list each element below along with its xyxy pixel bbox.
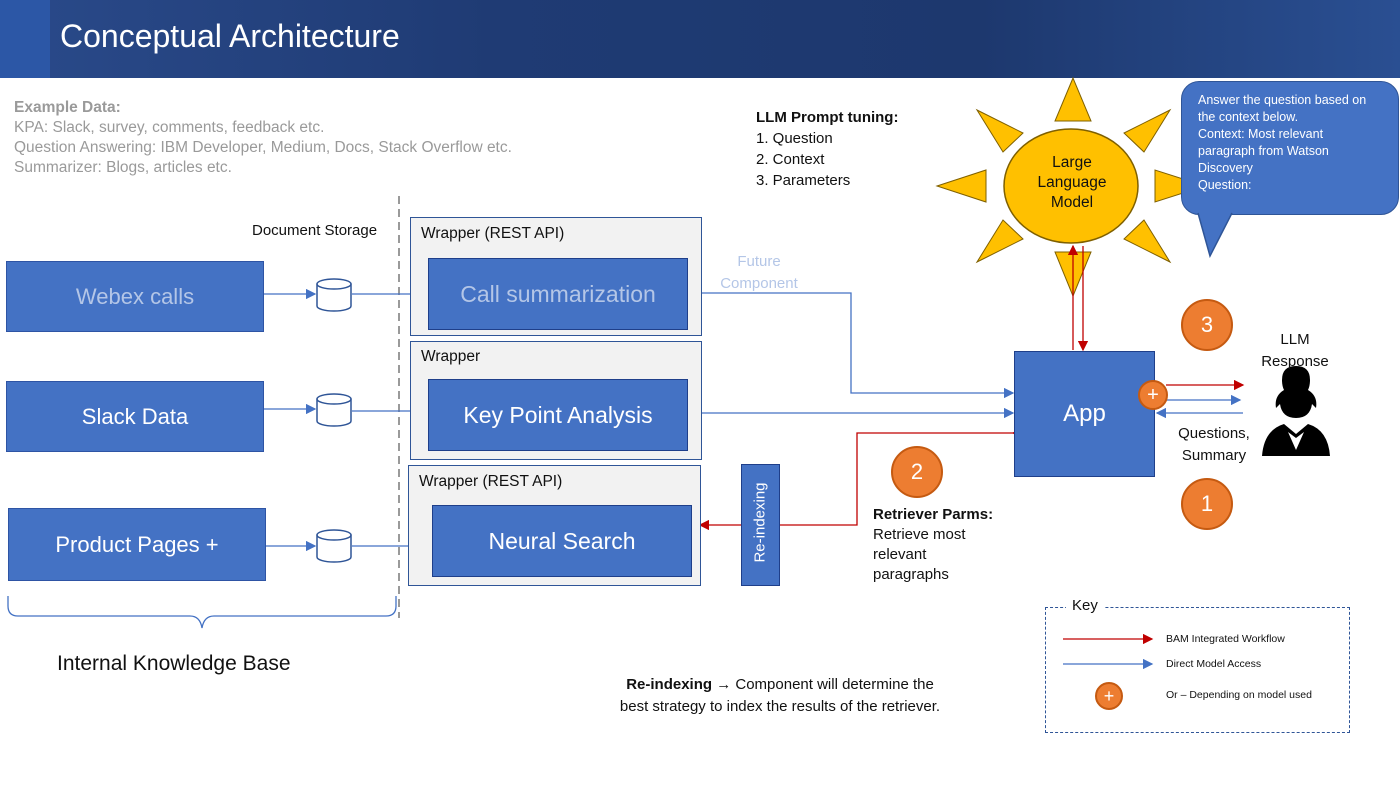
wrapper-label: Wrapper (REST API)	[419, 473, 563, 490]
neural-search-service: Neural Search	[432, 505, 692, 577]
bubble-line: the context below.	[1198, 110, 1299, 124]
header-bar	[0, 0, 1400, 78]
llm-label-line: Large	[1052, 154, 1092, 171]
questions-summary-line: Summary	[1181, 447, 1247, 464]
example-data-line: Summarizer: Blogs, articles etc.	[14, 159, 232, 176]
future-component-line: Component	[720, 275, 798, 292]
example-data: Example Data: KPA: Slack, survey, commen…	[14, 98, 512, 178]
key-item-bam: BAM Integrated Workflow	[1166, 633, 1285, 645]
bubble-line: Context: Most relevant	[1198, 127, 1324, 141]
bubble-line: Question:	[1198, 178, 1252, 192]
wrapper-label: Wrapper	[421, 348, 481, 365]
key-legend	[1045, 607, 1350, 733]
page-title: Conceptual Architecture	[60, 18, 400, 54]
llm-response-label: LLM Response	[1250, 329, 1340, 373]
prompt-bubble: Answer the question based on the context…	[1181, 81, 1399, 215]
llm-response-line: LLM	[1280, 331, 1310, 348]
llm-label: Large Language Model	[1021, 153, 1123, 213]
reindexing-note-line: Re-indexing → Component will determine t…	[560, 674, 1000, 696]
retriever-line: paragraphs	[873, 566, 949, 583]
source-product-pages: Product Pages +	[8, 508, 266, 581]
knowledge-base-brace	[7, 596, 397, 629]
key-item-direct: Direct Model Access	[1166, 658, 1262, 670]
llm-label-line: Model	[1050, 194, 1094, 211]
step-1-circle: 1	[1181, 478, 1233, 530]
retriever-line: relevant	[873, 546, 927, 563]
bubble-line: Answer the question based on	[1198, 93, 1367, 107]
llm-sun	[1003, 128, 1139, 244]
reindexing-note-line: best strategy to index the results of th…	[619, 698, 941, 715]
bubble-tail	[1197, 212, 1233, 258]
future-component-line: Future	[737, 253, 781, 270]
key-plus-badge: +	[1095, 682, 1123, 710]
prompt-tuning-item: 3. Parameters	[756, 172, 851, 189]
header-accent	[0, 0, 50, 78]
example-data-line: KPA: Slack, survey, comments, feedback e…	[14, 119, 325, 136]
retriever-heading: Retriever Parms:	[873, 506, 994, 523]
reindexing-note-rest: Component will determine the	[731, 676, 934, 693]
questions-summary-line: Questions,	[1178, 425, 1250, 442]
retriever-parms: Retriever Parms: Retrieve most relevant …	[873, 505, 993, 585]
key-title: Key	[1066, 597, 1104, 614]
prompt-tuning-item: 2. Context	[756, 151, 825, 168]
future-component-label: Future Component	[712, 251, 806, 295]
knowledge-base-label: Internal Knowledge Base	[57, 652, 291, 675]
arrow-glyph: →	[716, 676, 732, 693]
wrapper-label: Wrapper (REST API)	[421, 225, 565, 242]
example-data-line: Question Answering: IBM Developer, Mediu…	[14, 139, 512, 156]
step-3-circle: 3	[1181, 299, 1233, 351]
example-data-heading: Example Data:	[14, 99, 121, 116]
step-2-circle: 2	[891, 446, 943, 498]
prompt-tuning: LLM Prompt tuning: 1. Question 2. Contex…	[756, 107, 898, 191]
key-item-or: Or – Depending on model used	[1166, 689, 1312, 701]
plus-badge: +	[1138, 380, 1168, 410]
reindexing-label: Re-indexing	[751, 482, 769, 563]
bubble-line: Discovery	[1198, 161, 1253, 175]
prompt-tuning-item: 1. Question	[756, 130, 833, 147]
app-service-arrows	[678, 287, 1015, 419]
reindexing-box	[741, 464, 780, 586]
reindexing-note-bold: Re-indexing	[626, 676, 713, 693]
reindexing-note: Re-indexing → Component will determine t…	[560, 674, 1000, 718]
source-webex-calls: Webex calls	[6, 261, 264, 332]
app-box: App	[1014, 351, 1155, 477]
call-summarization-service: Call summarization	[428, 258, 688, 330]
source-slack-data: Slack Data	[6, 381, 264, 452]
document-storage-label: Document Storage	[252, 222, 378, 239]
questions-summary-label: Questions, Summary	[1166, 423, 1262, 467]
database-icons	[316, 278, 352, 563]
llm-label-line: Language	[1037, 174, 1107, 191]
user-collar	[1288, 432, 1304, 450]
retriever-line: Retrieve most	[873, 526, 966, 543]
key-point-analysis-service: Key Point Analysis	[428, 379, 688, 451]
llm-response-line: Response	[1261, 353, 1329, 370]
prompt-tuning-heading: LLM Prompt tuning:	[756, 109, 899, 126]
bubble-line: paragraph from Watson	[1198, 144, 1329, 158]
